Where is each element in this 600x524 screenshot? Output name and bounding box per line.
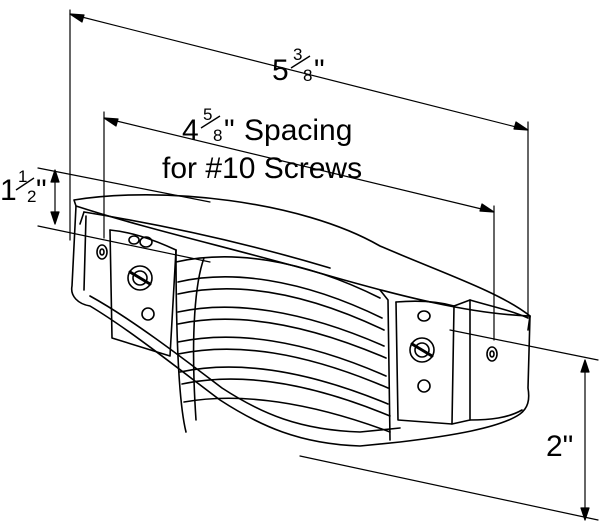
screw-right	[409, 337, 435, 363]
spacing-screws-label: for #10 Screws	[162, 152, 362, 185]
depth-unit: "	[36, 174, 47, 207]
dim-depth: 1 1 2 "	[0, 167, 47, 207]
overall-length-unit: "	[314, 54, 325, 87]
spacing-unit: "	[224, 114, 235, 147]
left-mounting-tab	[109, 229, 177, 357]
ribbed-lens	[175, 249, 391, 441]
mounting-hole-right	[486, 346, 498, 362]
height-label: 2"	[546, 430, 573, 463]
spacing-label: Spacing	[244, 114, 352, 147]
spacing-denominator: 8	[213, 126, 222, 145]
top-lid	[73, 194, 531, 317]
overall-length-numerator: 3	[293, 45, 302, 64]
overall-length-denominator: 8	[303, 66, 312, 85]
spacing-whole: 4	[182, 114, 199, 147]
dim-overall-length: 5 3 8 "	[272, 45, 325, 87]
spacing-numerator: 5	[203, 105, 212, 124]
depth-denominator: 2	[27, 187, 36, 206]
overall-length-whole: 5	[272, 54, 289, 87]
mounting-hole-left	[96, 244, 108, 260]
screw-left	[127, 265, 153, 291]
outer-shell	[70, 205, 531, 447]
dimension-lines	[50, 13, 590, 521]
depth-whole: 1	[0, 174, 17, 207]
dim-height: 2"	[546, 430, 573, 463]
fasteners	[96, 235, 498, 393]
extension-lines	[37, 9, 599, 521]
dim-spacing: 4 5 8 " Spacing for #10 Screws	[162, 105, 362, 185]
bracket-body	[70, 194, 531, 447]
right-mounting-tab	[395, 301, 455, 425]
depth-numerator: 1	[18, 167, 27, 186]
